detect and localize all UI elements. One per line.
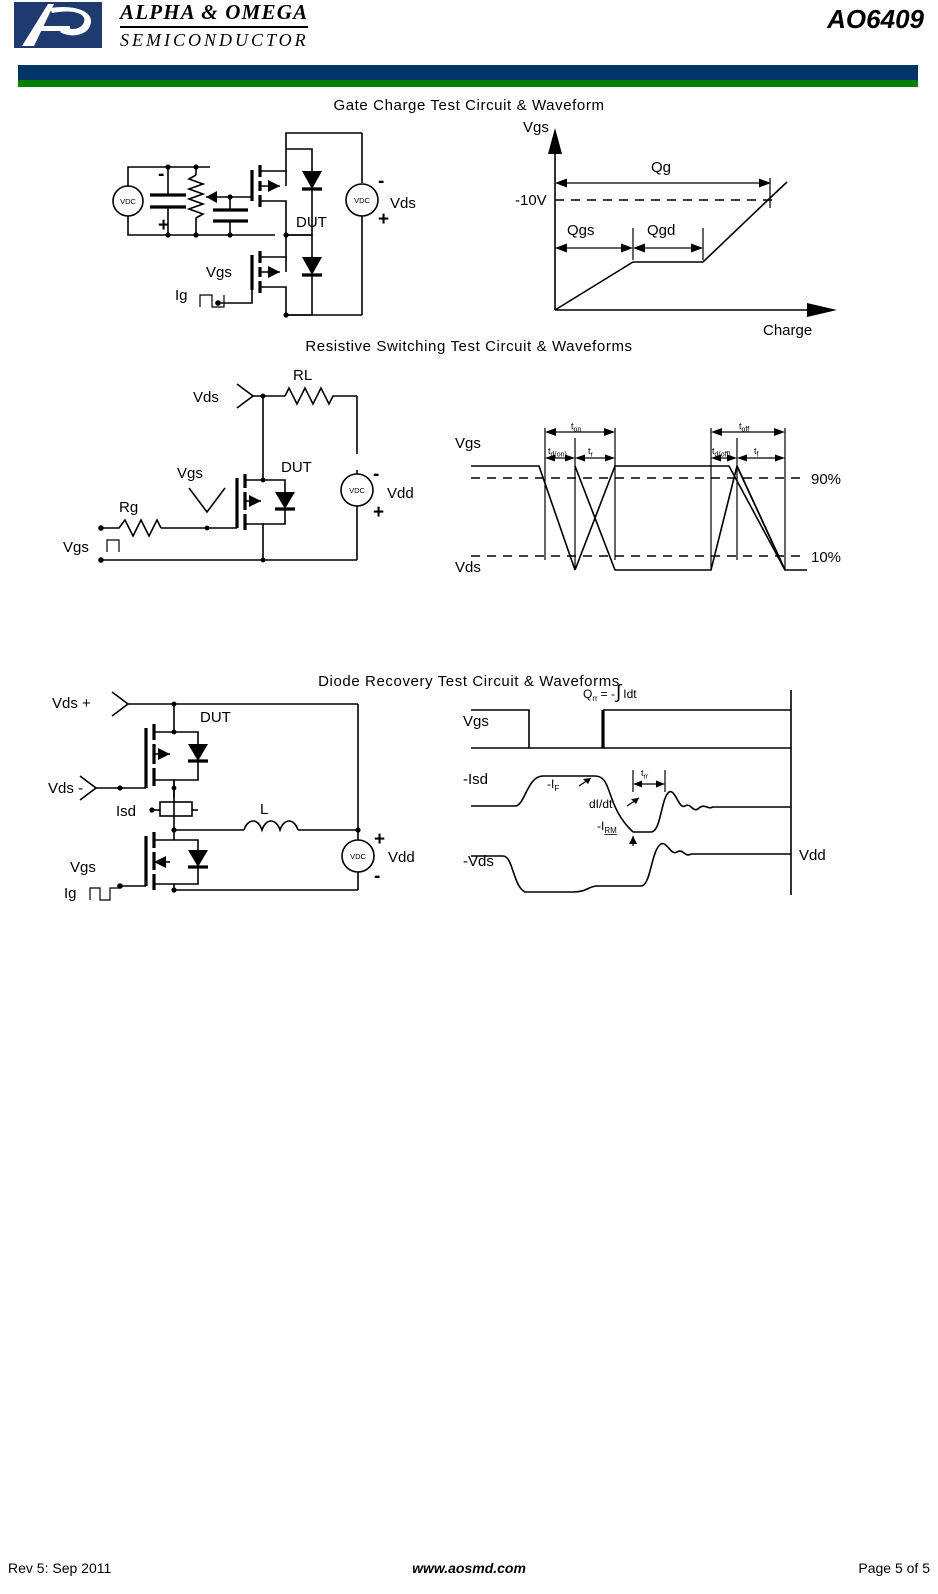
toff-label: toff	[739, 421, 749, 434]
rl-resistor	[284, 386, 357, 406]
trr-label: trr	[641, 768, 649, 781]
vds-probe-label: Vds	[193, 389, 219, 406]
diode-vdd-label: Vdd	[799, 847, 826, 864]
logo-line-1: ALPHA & OMEGA	[120, 0, 309, 28]
vgs-pulse-trace	[471, 709, 530, 748]
diode-isd-label: -Isd	[463, 771, 488, 788]
rl-label: RL	[293, 367, 312, 384]
irm-label: -IRM	[597, 819, 617, 835]
vdc-source-label: VDC	[120, 197, 136, 206]
resistive-switching-circuit: Vds RL VDC - + Vdd	[63, 360, 425, 575]
vgs-source-label: Vgs	[63, 539, 89, 556]
vdd-label: Vdd	[387, 485, 414, 502]
rg-resistor	[101, 518, 162, 538]
diode-vgs-label: Vgs	[463, 713, 489, 730]
tf-label: tf	[754, 446, 759, 459]
vds-plus-sign: +	[378, 209, 389, 230]
tdon-label: td(on)	[548, 446, 567, 459]
didt-label: dI/dt	[589, 797, 613, 811]
gate-charge-waveform: Vgs Charge -10V Qg Qgs Qgd	[515, 110, 875, 339]
resistive-switching-waveform: Vgs Vds 90% 10%	[455, 410, 855, 585]
vds-probe-icon	[236, 383, 255, 409]
vdd-plus-sign-diode: +	[374, 829, 385, 850]
level-10v-label: -10V	[515, 192, 547, 209]
source-plus-sign: +	[158, 215, 169, 236]
logo-wordmark: ALPHA & OMEGA SEMICONDUCTOR	[120, 0, 309, 51]
footer-page-number: Page 5 of 5	[858, 1560, 930, 1576]
vdd-plus-sign: +	[373, 502, 384, 523]
section-title-gate-charge: Gate Charge Test Circuit & Waveform	[333, 97, 605, 114]
waveform-vds-label: Vds	[455, 559, 481, 576]
isd-shunt-icon	[159, 801, 193, 817]
l-label: L	[260, 801, 268, 818]
vds-minus-probe-icon	[79, 775, 98, 801]
waveform-y-label: Vgs	[523, 119, 549, 136]
dut-label-resistive: DUT	[281, 459, 312, 476]
vdd-source-label: VDC	[349, 486, 365, 495]
vds-source-gate	[345, 183, 379, 217]
isd-trace	[471, 775, 634, 833]
inductor-icon	[243, 820, 299, 833]
header-bar-green	[18, 80, 918, 87]
vds-minus-sign: -	[378, 171, 384, 192]
vgs-probe-icon	[188, 487, 226, 514]
vdd-label-diode: Vdd	[388, 849, 415, 866]
if-label: -IF	[547, 777, 559, 793]
qgd-label: Qgd	[647, 222, 675, 239]
vdd-minus-sign: -	[373, 464, 379, 485]
vds-source-label: VDC	[354, 196, 370, 205]
waveform-vgs-label: Vgs	[455, 435, 481, 452]
footer-revision: Rev 5: Sep 2011	[8, 1560, 112, 1576]
diode-recovery-waveform: Qrr= -∫Idt Vgs -Isd -IF dI/dt	[455, 680, 855, 905]
tdoff-label: td(off)	[712, 446, 731, 459]
diode-recovery-circuit: Vds + DUT Vds -	[48, 690, 415, 905]
vds-plus-label: Vds +	[52, 695, 91, 712]
header-bar-blue	[18, 65, 918, 80]
vgs-probe-label: Vgs	[177, 465, 203, 482]
ig-label: Ig	[175, 287, 188, 304]
vds-label: Vds	[390, 195, 416, 212]
rg-label: Rg	[119, 499, 138, 516]
tr-label: tr	[588, 446, 594, 459]
footer-website[interactable]: www.aosmd.com	[412, 1560, 526, 1576]
logo-line-2: SEMICONDUCTOR	[120, 30, 309, 50]
section-title-diode-recovery: Diode Recovery Test Circuit & Waveforms	[318, 673, 620, 690]
ig-label-diode: Ig	[64, 885, 77, 902]
dut-label: DUT	[296, 214, 327, 231]
vgs-charge-curve	[554, 181, 788, 311]
dut-label-diode: DUT	[200, 709, 231, 726]
waveform-x-label: Charge	[763, 322, 812, 339]
vdd-minus-sign-diode: -	[374, 866, 380, 887]
diode-vds-label: -Vds	[463, 853, 494, 870]
isd-label: Isd	[116, 803, 136, 820]
section-title-resistive-switching: Resistive Switching Test Circuit & Wavef…	[305, 338, 633, 355]
vds-trace	[471, 855, 573, 893]
qg-label: Qg	[651, 159, 671, 176]
gate-charge-circuit: VDC - +	[100, 115, 430, 325]
qrr-formula: Qrr= -∫Idt	[583, 682, 637, 703]
level-10-label: 10%	[811, 549, 841, 566]
part-number: AO6409	[827, 4, 924, 34]
ton-label: ton	[571, 421, 581, 434]
vgs-label-diode: Vgs	[70, 859, 96, 876]
aos-logo-icon	[14, 2, 102, 48]
qgs-label: Qgs	[567, 222, 595, 239]
vdd-source-diode-label: VDC	[350, 852, 366, 861]
source-minus-sign: -	[158, 164, 164, 185]
vds-plus-probe-icon	[111, 691, 130, 717]
level-90-label: 90%	[811, 471, 841, 488]
page-footer: Rev 5: Sep 2011 www.aosmd.com Page 5 of …	[0, 1560, 938, 1584]
vgs-label: Vgs	[206, 264, 232, 281]
page-header: ALPHA & OMEGA SEMICONDUCTOR AO6409	[0, 0, 938, 60]
vds-minus-label: Vds -	[48, 780, 83, 797]
